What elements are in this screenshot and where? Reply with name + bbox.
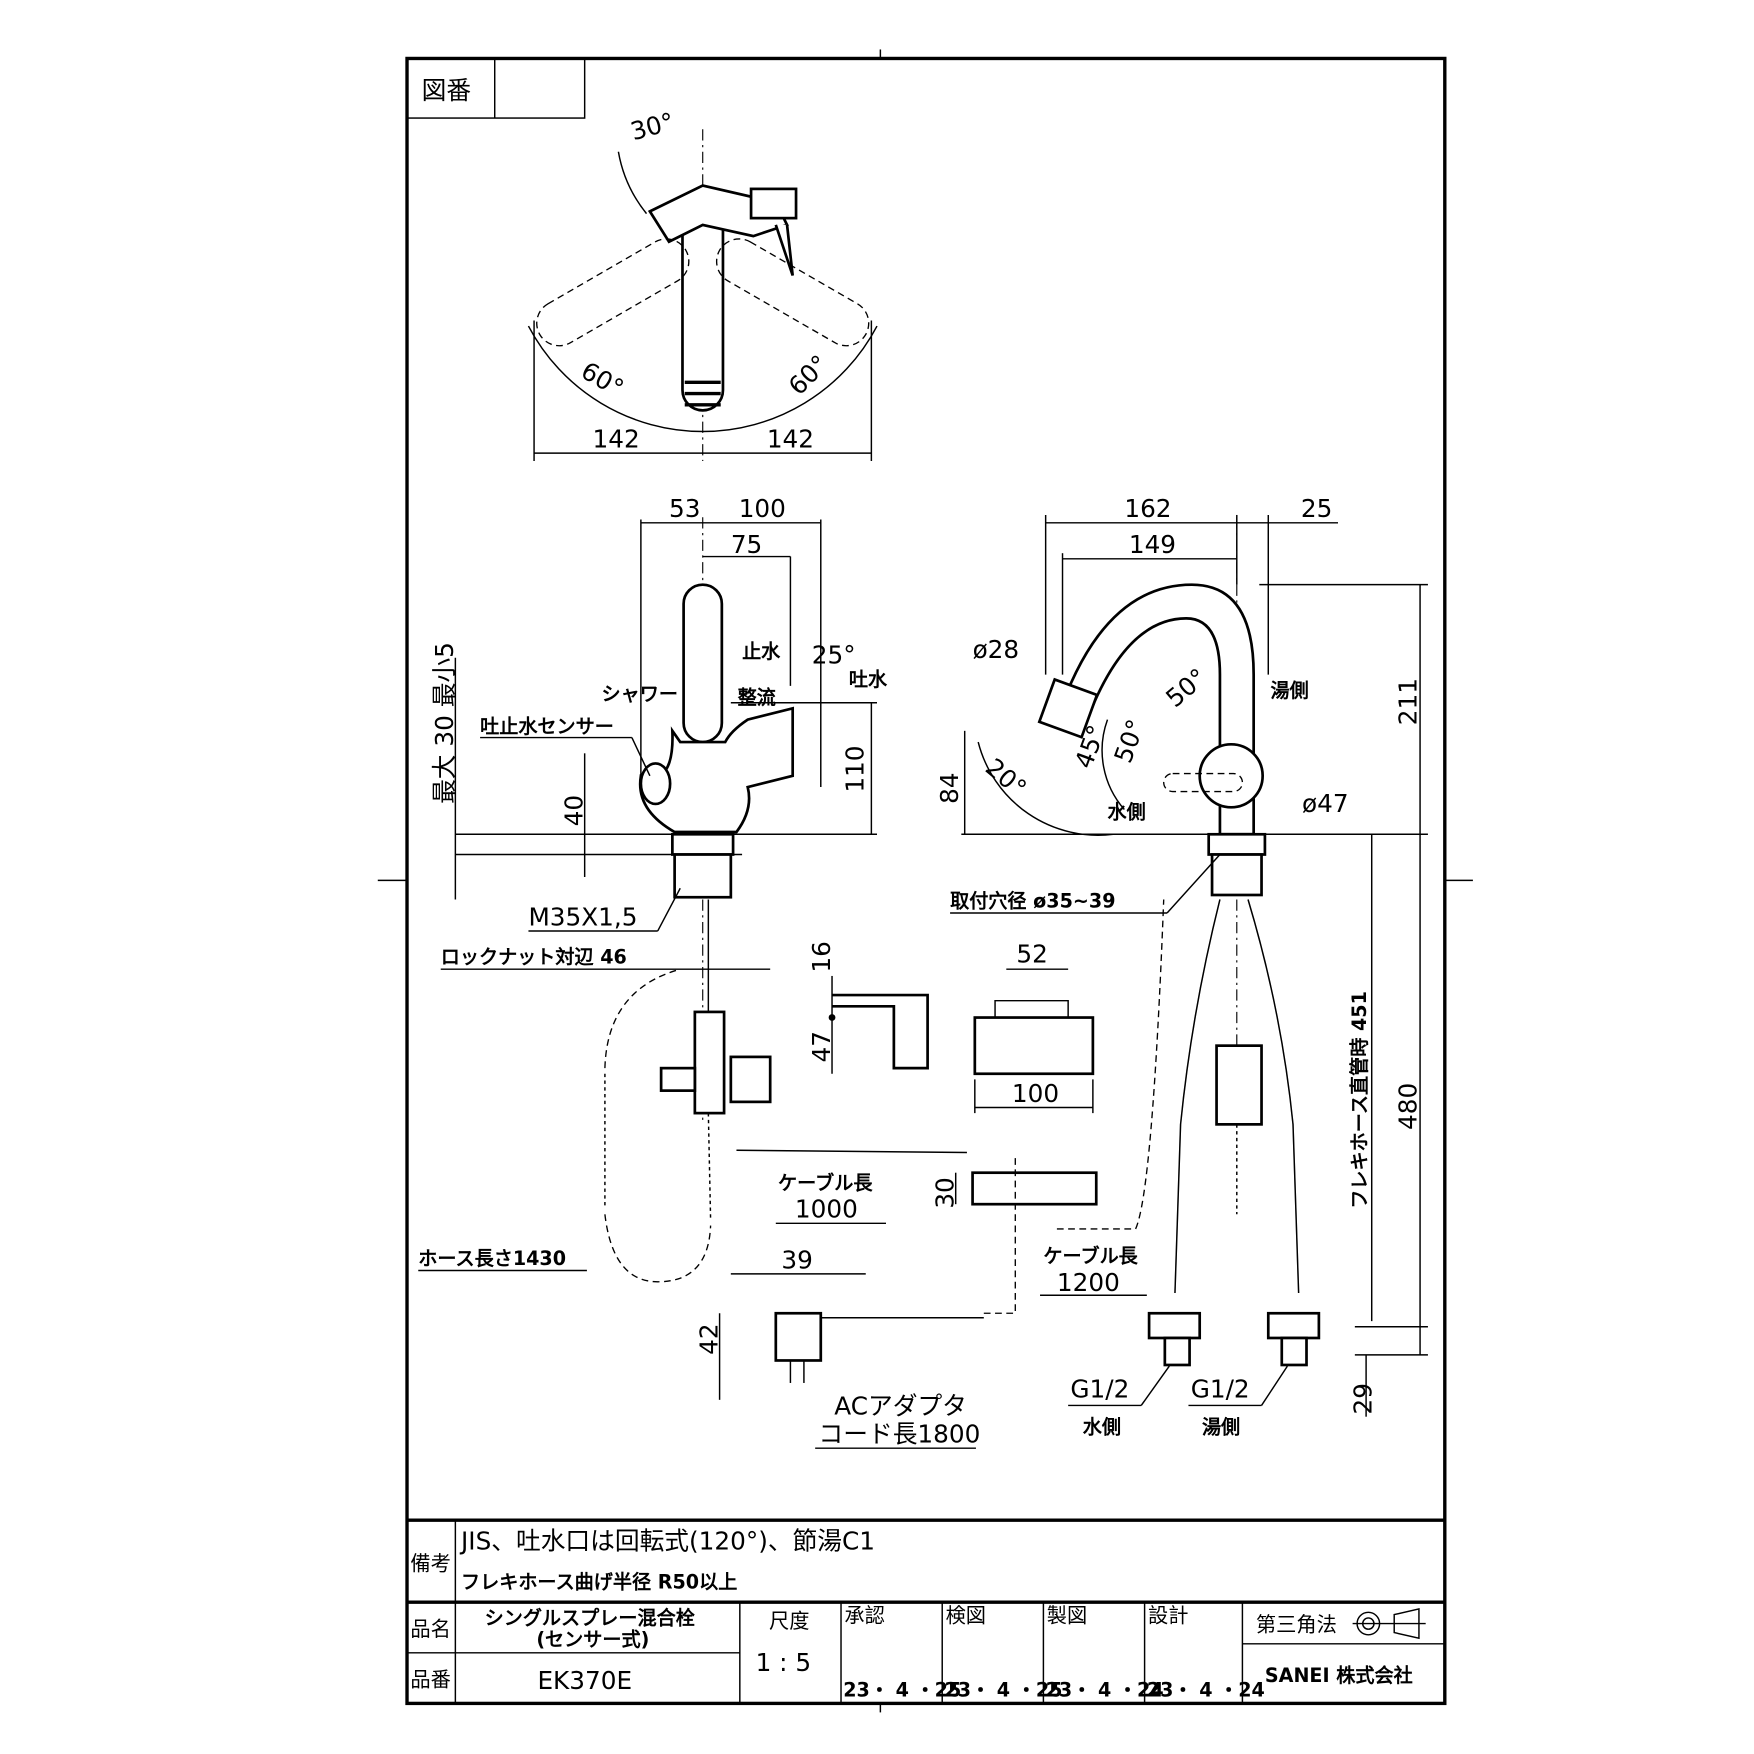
approval-date-1: 23・ 4 ・25 bbox=[944, 1679, 1062, 1702]
shower-label: シャワー bbox=[602, 682, 678, 705]
top-right-angle: 60° bbox=[783, 349, 834, 400]
cable2-label: ケーブル長 bbox=[1043, 1245, 1138, 1268]
approval-label-1: 検図 bbox=[946, 1603, 986, 1627]
angle-50b: 50° bbox=[1108, 716, 1150, 767]
front-dim-100: 100 bbox=[739, 494, 786, 523]
product-name-sub: (センサー式) bbox=[536, 1628, 649, 1651]
top-view: 30° 60° 60° 142 142 bbox=[527, 107, 878, 461]
cold-thread: G1/2 bbox=[1070, 1375, 1129, 1404]
box-dim-52: 52 bbox=[1016, 939, 1047, 968]
approval-label-0: 承認 bbox=[844, 1603, 884, 1627]
scale-value: 1 : 5 bbox=[756, 1648, 812, 1677]
drawing-frame bbox=[405, 56, 1447, 1706]
stop-label: 止水 bbox=[742, 640, 781, 663]
approval-label-2: 製図 bbox=[1047, 1603, 1087, 1627]
name-label: 品名 bbox=[410, 1617, 450, 1641]
adapter-dim-39: 39 bbox=[781, 1245, 812, 1274]
note-line-2: フレキホース曲げ半径 R50以上 bbox=[461, 1571, 737, 1594]
top-left-angle: 60° bbox=[576, 356, 628, 403]
hot-thread: G1/2 bbox=[1191, 1375, 1250, 1404]
adapter-dim-42: 42 bbox=[694, 1323, 723, 1354]
thread-spec: M35X1,5 bbox=[528, 902, 637, 931]
cable1-label: ケーブル長 bbox=[778, 1172, 873, 1195]
scale-label: 尺度 bbox=[769, 1609, 809, 1633]
bracket-dim-47: 47 bbox=[807, 1031, 836, 1062]
hose-length: ホース長さ1430 bbox=[418, 1247, 566, 1270]
side-dim-25: 25 bbox=[1301, 494, 1332, 523]
top-right-dim: 142 bbox=[767, 424, 814, 453]
adapter-label: ACアダプタ bbox=[834, 1391, 967, 1420]
dia-47: ø47 bbox=[1302, 789, 1349, 818]
spout-label: 吐水 bbox=[849, 668, 888, 691]
side-dim-84: 84 bbox=[935, 772, 964, 803]
top-left-dim: 142 bbox=[593, 424, 640, 453]
side-dim-162: 162 bbox=[1124, 494, 1171, 523]
approval-date-0: 23・ 4 ・25 bbox=[843, 1679, 961, 1702]
approval-date-3: 23・ 4 ・24 bbox=[1147, 1679, 1265, 1702]
number-label: 品番 bbox=[410, 1668, 450, 1692]
angle-50a: 50° bbox=[1160, 663, 1212, 713]
side-dim-29: 29 bbox=[1349, 1383, 1378, 1414]
dia-28: ø28 bbox=[973, 635, 1020, 664]
side-dim-149: 149 bbox=[1129, 530, 1176, 559]
counter-thickness: 最大 30 最小5 bbox=[430, 642, 459, 804]
cable2-value: 1200 bbox=[1057, 1268, 1120, 1297]
company-name: SANEI 株式会社 bbox=[1265, 1664, 1413, 1687]
cable1-value: 1000 bbox=[795, 1195, 858, 1224]
cord-length: コード長1800 bbox=[819, 1420, 981, 1449]
hot-side-label: 湯側 bbox=[1271, 679, 1309, 702]
aerated-label: 整流 bbox=[738, 686, 776, 709]
hot-thread-label: 湯側 bbox=[1202, 1416, 1240, 1439]
cold-thread-label: 水側 bbox=[1083, 1416, 1121, 1439]
drawing-number-box: 図番 bbox=[406, 57, 586, 119]
front-dim-110: 110 bbox=[841, 745, 870, 792]
third-angle-projection-icon bbox=[1352, 1608, 1426, 1640]
front-dim-53: 53 bbox=[669, 494, 700, 523]
box-dim-100: 100 bbox=[1012, 1079, 1059, 1108]
product-name: シングルスプレー混合栓 bbox=[485, 1607, 696, 1630]
side-dim-480: 480 bbox=[1394, 1083, 1423, 1130]
notes-label: 備考 bbox=[410, 1552, 450, 1576]
front-view: 53 100 75 止水 25° 吐水 シャワー 整流 吐止水センサー 最大 3… bbox=[418, 494, 888, 1283]
front-dim-75: 75 bbox=[731, 530, 762, 559]
drawing-number-label: 図番 bbox=[422, 76, 471, 105]
sensor-label: 吐止水センサー bbox=[480, 715, 614, 738]
side-dim-211: 211 bbox=[1394, 678, 1423, 725]
product-number: EK370E bbox=[537, 1666, 632, 1695]
note-line-1: JIS、吐水口は回転式(120°)、節湯C1 bbox=[459, 1526, 875, 1555]
accessory-parts: 16 47 52 100 30 ケーブル長 1000 ケーブル長 1200 39… bbox=[694, 899, 1165, 1449]
angle-20: 20° bbox=[980, 753, 1032, 803]
approval-label-3: 設計 bbox=[1148, 1603, 1188, 1627]
side-view: 162 25 149 ø28 湯側 211 50° 50° 45° 20° 84… bbox=[935, 494, 1428, 1439]
projection-label: 第三角法 bbox=[1256, 1612, 1337, 1636]
flex-hose-length: フレキホース直管時 451 bbox=[1348, 991, 1371, 1209]
mount-hole-spec: 取付穴径 ø35~39 bbox=[950, 889, 1115, 912]
bracket-dim-16: 16 bbox=[807, 941, 836, 972]
cold-side-label: 水側 bbox=[1107, 801, 1145, 824]
locknut-spec: ロックナット対辺 46 bbox=[441, 946, 627, 969]
front-dim-40: 40 bbox=[559, 795, 588, 826]
title-block: 備考 JIS、吐水口は回転式(120°)、節湯C1 フレキホース曲げ半径 R50… bbox=[407, 1518, 1445, 1704]
approval-date-2: 23・ 4 ・24 bbox=[1046, 1679, 1164, 1702]
top-swing-angle: 30° bbox=[627, 107, 677, 146]
angle-25: 25° bbox=[812, 640, 856, 669]
controller-dim-30: 30 bbox=[930, 1177, 959, 1208]
